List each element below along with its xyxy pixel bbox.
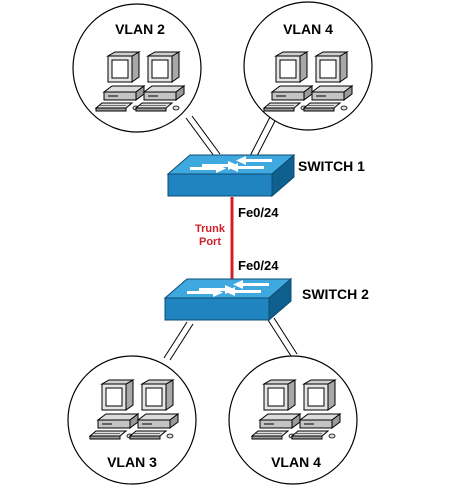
links xyxy=(163,115,298,361)
link-switch2-vlan3-b xyxy=(169,323,194,361)
link-vlan2-switch1 xyxy=(185,117,215,157)
switch-icon xyxy=(167,154,295,197)
vlan-cluster-bottom-left: VLAN 3 xyxy=(67,355,197,485)
switch-icon xyxy=(164,278,292,321)
trunk-label-line2: Port xyxy=(199,236,221,248)
switch-2-label: SWITCH 2 xyxy=(302,286,369,302)
vlan-label-top-right: VLAN 4 xyxy=(283,21,333,37)
vlan-cluster-top-right: VLAN 4 xyxy=(243,1,373,131)
link-vlan2-switch1-b xyxy=(191,115,221,155)
link-switch2-vlan4-b xyxy=(273,317,298,355)
vlan-cluster-top-left: VLAN 2 xyxy=(72,3,202,133)
trunk-label-line1: Trunk xyxy=(195,223,226,235)
link-vlan4-switch1 xyxy=(249,116,271,157)
link-vlan4-switch1-b xyxy=(255,118,277,159)
vlan-label-top-left: VLAN 2 xyxy=(115,21,165,37)
switch-2: SWITCH 2 xyxy=(164,278,369,321)
switch-1-label: SWITCH 1 xyxy=(298,158,365,174)
vlan-label-bottom-right: VLAN 4 xyxy=(271,454,321,470)
port-label-upper: Fe0/24 xyxy=(238,205,279,220)
link-switch2-vlan3 xyxy=(163,321,188,359)
vlan-label-bottom-left: VLAN 3 xyxy=(107,454,157,470)
link-switch2-vlan4 xyxy=(267,319,292,357)
vlan-cluster-bottom-right: VLAN 4 xyxy=(228,355,358,485)
port-label-lower: Fe0/24 xyxy=(238,258,279,273)
switch-1: SWITCH 1 xyxy=(167,154,365,197)
